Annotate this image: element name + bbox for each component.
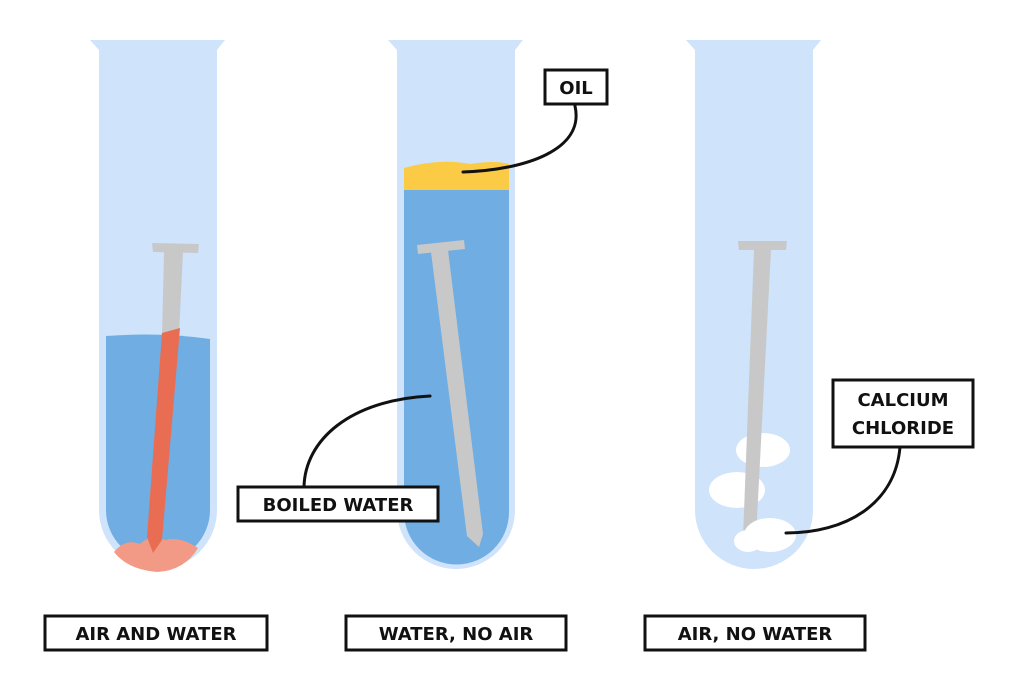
oil-callout: OIL bbox=[543, 68, 609, 106]
boiled-water-leader-line bbox=[302, 394, 432, 489]
caption-label: AIR AND WATER bbox=[76, 624, 237, 645]
nail-shaft bbox=[162, 252, 183, 337]
nail-head bbox=[738, 241, 787, 250]
calcium-chloride-label-line1: CALCIUM bbox=[857, 390, 948, 411]
calcium-chloride-leader-line bbox=[784, 445, 902, 535]
rusted-nail-shaft bbox=[147, 328, 180, 553]
caption-label: AIR, NO WATER bbox=[678, 624, 833, 645]
nail-head bbox=[152, 243, 199, 253]
nail-shaft bbox=[431, 250, 483, 547]
caption-air-and-water: AIR AND WATER bbox=[43, 614, 269, 652]
tube-air-no-water bbox=[686, 40, 821, 569]
caption-label: WATER, NO AIR bbox=[379, 624, 534, 645]
nail-shaft bbox=[743, 250, 771, 551]
calcium-chloride-lump bbox=[736, 433, 790, 467]
calcium-chloride-callout: CALCIUM CHLORIDE bbox=[831, 378, 975, 449]
oil-layer bbox=[404, 161, 509, 190]
tube-air-and-water bbox=[90, 40, 225, 572]
calcium-chloride-lump bbox=[734, 530, 762, 552]
boiled-water-label: BOILED WATER bbox=[263, 495, 414, 516]
caption-water-no-air: WATER, NO AIR bbox=[344, 614, 568, 652]
caption-air-no-water: AIR, NO WATER bbox=[643, 614, 867, 652]
calcium-chloride-label-line2: CHLORIDE bbox=[852, 418, 954, 439]
oil-label: OIL bbox=[559, 78, 592, 99]
rust-sediment bbox=[114, 537, 198, 572]
boiled-water-callout: BOILED WATER bbox=[236, 485, 440, 523]
tube-water-no-air bbox=[388, 40, 523, 569]
oil-leader-line bbox=[461, 104, 578, 174]
nail-head bbox=[417, 240, 465, 254]
